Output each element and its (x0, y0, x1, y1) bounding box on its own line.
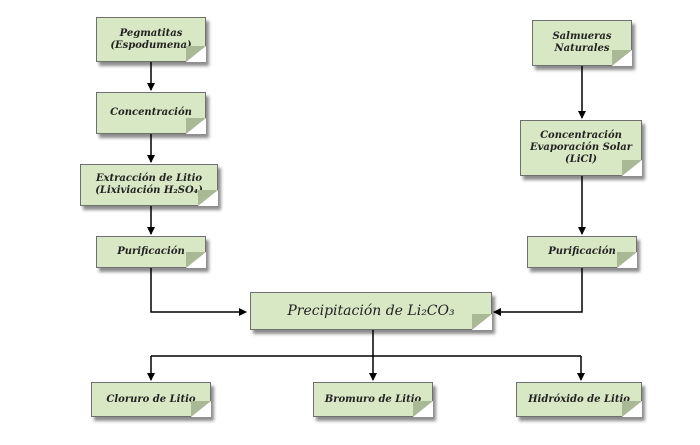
box-bromuro-label: Bromuro de Litio (324, 393, 422, 405)
page-fold-icon (186, 252, 206, 268)
box-hidroxido: Hidróxido de Litio (516, 382, 642, 417)
box-pegmatitas: Pegmatitas (Espodumena) (96, 17, 206, 62)
box-concentracion: Concentración (96, 92, 206, 134)
page-fold-icon (186, 46, 206, 62)
box-salmueras: Salmueras Naturales (532, 20, 632, 66)
page-fold-icon (198, 190, 218, 206)
box-pegmatitas-label: Pegmatitas (Espodumena) (110, 27, 192, 51)
page-fold-icon (191, 401, 211, 417)
box-purificacion-right-label: Purificación (548, 246, 616, 257)
box-bromuro: Bromuro de Litio (313, 382, 433, 417)
page-fold-icon (612, 50, 632, 66)
box-precipitacion-label: Precipitación de Li₂CO₃ (287, 303, 455, 319)
box-precipitacion: Precipitación de Li₂CO₃ (250, 292, 492, 330)
box-salmueras-label: Salmueras Naturales (552, 31, 612, 54)
page-fold-icon (413, 401, 433, 417)
page-fold-icon (472, 314, 492, 330)
arrow-purificacion-right-to-precipitacion (493, 268, 583, 316)
box-cloruro: Cloruro de Litio (91, 382, 211, 417)
box-concentracion-label: Concentración (110, 107, 192, 118)
box-cloruro-label: Cloruro de Litio (106, 393, 196, 405)
box-hidroxido-label: Hidróxido de Litio (528, 393, 630, 405)
page-fold-icon (622, 401, 642, 417)
box-concentracion-solar-label: Concentración Evaporación Solar (LiCl) (529, 130, 633, 165)
box-extraccion: Extracción de Litio (Lixiviación H₂SO₄) (80, 164, 218, 206)
box-extraccion-label: Extracción de Litio (Lixiviación H₂SO₄) (95, 173, 203, 196)
arrow-purificacion-left-to-precipitacion (150, 268, 247, 316)
box-purificacion-right: Purificación (527, 236, 637, 268)
page-fold-icon (617, 252, 637, 268)
page-fold-icon (622, 160, 642, 176)
page-fold-icon (186, 118, 206, 134)
box-purificacion-left-label: Purificación (117, 246, 185, 257)
box-concentracion-solar: Concentración Evaporación Solar (LiCl) (520, 120, 642, 176)
box-purificacion-left: Purificación (96, 236, 206, 268)
